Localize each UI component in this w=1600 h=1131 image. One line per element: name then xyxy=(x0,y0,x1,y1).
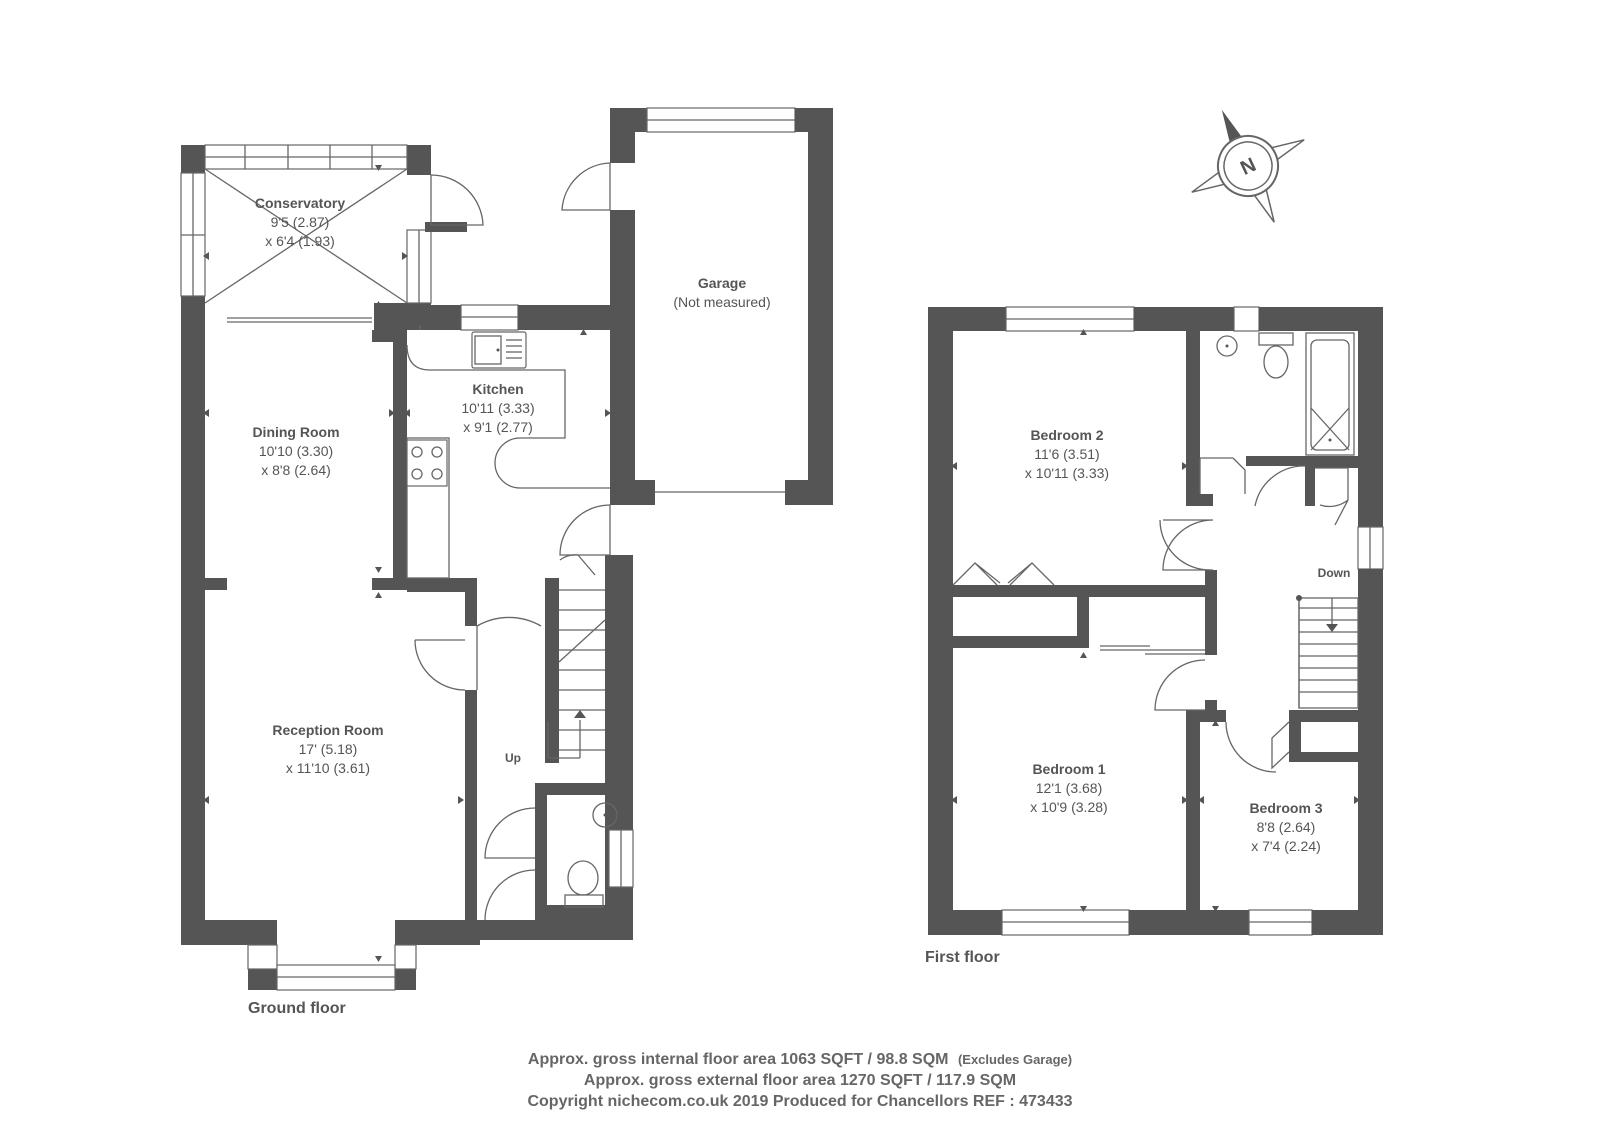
bedroom1-dim-1: 12'1 (3.68) xyxy=(1036,780,1103,796)
first-doors xyxy=(952,457,1349,773)
ground-doors xyxy=(414,325,611,921)
footer: Approx. gross internal floor area 1063 S… xyxy=(527,1051,1072,1110)
garage-name: Garage xyxy=(698,275,746,291)
stairs-down-label: Down xyxy=(1318,566,1351,580)
bedroom1-name: Bedroom 1 xyxy=(1032,761,1105,777)
footer-internal-line: Approx. gross internal floor area 1063 S… xyxy=(528,1051,1072,1068)
wc xyxy=(564,802,618,908)
first-floor-label: First floor xyxy=(925,949,1000,966)
conservatory-dim-1: 9'5 (2.87) xyxy=(271,214,330,230)
dining-dim-2: x 8'8 (2.64) xyxy=(261,462,331,478)
stairs-up-label: Up xyxy=(505,751,521,765)
reception-dim-1: 17' (5.18) xyxy=(299,741,358,757)
dining-name: Dining Room xyxy=(252,424,339,440)
garage-note: (Not measured) xyxy=(673,294,770,310)
stairs-up: Up xyxy=(505,589,606,765)
stairs-down: Down xyxy=(1296,566,1359,709)
dining-reception: Dining Room 10'10 (3.30) x 8'8 (2.64) Re… xyxy=(203,317,464,962)
conservatory: Conservatory 9'5 (2.87) x 6'4 (1.93) xyxy=(180,144,484,330)
footer-external: Approx. gross external floor area 1270 S… xyxy=(584,1072,1016,1089)
footer-internal-note: (Excludes Garage) xyxy=(958,1052,1072,1067)
bathroom xyxy=(1216,332,1355,456)
dining-dim-1: 10'10 (3.30) xyxy=(259,443,333,459)
kitchen: Kitchen 10'11 (3.33) x 9'1 (2.77) xyxy=(404,329,611,579)
bedroom2-dim-2: x 10'11 (3.33) xyxy=(1025,465,1109,481)
first-floor: Down Bedroom 2 11'6 (3.51) x 10'11 (3.33… xyxy=(925,306,1384,966)
bedroom2-name: Bedroom 2 xyxy=(1030,427,1103,443)
kitchen-dim-1: 10'11 (3.33) xyxy=(461,400,534,416)
footer-internal: Approx. gross internal floor area 1063 S… xyxy=(528,1051,949,1068)
bedroom3-dim-1: 8'8 (2.64) xyxy=(1257,819,1316,835)
reception-dim-2: x 11'10 (3.61) xyxy=(286,760,370,776)
ground-floor: Conservatory 9'5 (2.87) x 6'4 (1.93) xyxy=(180,107,833,1017)
bedroom1-dim-2: x 10'9 (3.28) xyxy=(1030,799,1107,815)
bedroom3-dim-2: x 7'4 (2.24) xyxy=(1251,838,1321,854)
garage: Garage (Not measured) xyxy=(561,107,833,505)
kitchen-dim-2: x 9'1 (2.77) xyxy=(463,419,533,435)
reception-name: Reception Room xyxy=(272,722,383,738)
bedroom3-name: Bedroom 3 xyxy=(1249,800,1322,816)
compass-icon: N xyxy=(1191,109,1305,223)
ground-floor-label: Ground floor xyxy=(248,1000,346,1017)
bedroom2-dim-1: 11'6 (3.51) xyxy=(1034,446,1099,462)
kitchen-name: Kitchen xyxy=(472,381,523,397)
conservatory-name: Conservatory xyxy=(255,195,345,211)
footer-copyright: Copyright nichecom.co.uk 2019 Produced f… xyxy=(527,1093,1072,1110)
conservatory-dim-2: x 6'4 (1.93) xyxy=(265,233,335,249)
